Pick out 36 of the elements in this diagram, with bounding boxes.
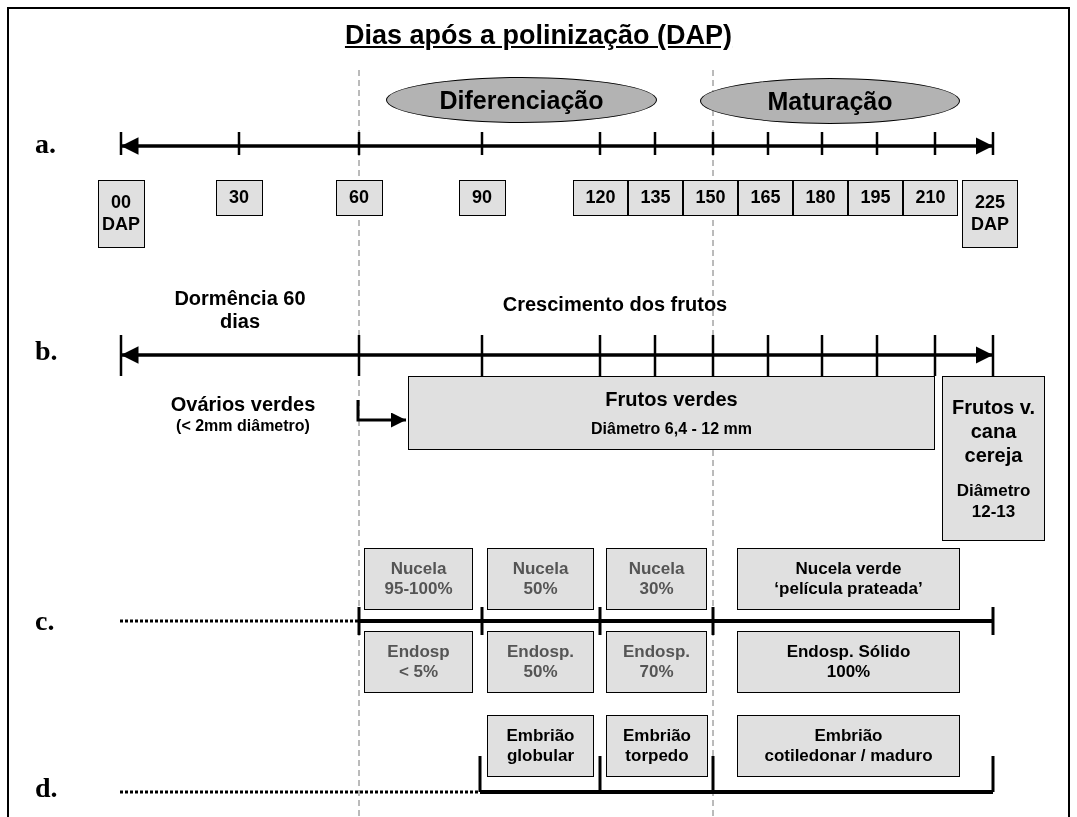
day-marker-box: 150	[683, 180, 738, 216]
day-marker-box: 135	[628, 180, 683, 216]
stage-box: Nucela 30%	[606, 548, 707, 610]
stage-box: Endosp. 50%	[487, 631, 594, 693]
day-marker-box: 120	[573, 180, 628, 216]
day-marker-box: 225 DAP	[962, 180, 1018, 248]
day-marker-box: 00 DAP	[97, 180, 145, 248]
day-marker-box: 90	[458, 180, 506, 216]
stage-box: Frutos verdes Diâmetro 6,4 - 12 mm	[408, 376, 935, 450]
stage-box: Endosp. Sólido 100%	[737, 631, 960, 693]
diagram-title: Dias após a polinização (DAP)	[343, 20, 734, 51]
stage-box: Frutos v. cana cereja Diâmetro 12-13	[942, 376, 1045, 541]
row-label: a.	[35, 128, 56, 160]
row-label: c.	[35, 605, 55, 637]
stage-box: Embrião torpedo	[606, 715, 708, 777]
phase-ellipse: Diferenciação	[386, 77, 657, 123]
phase-label: Crescimento dos frutos	[501, 293, 729, 316]
stage-box: Endosp < 5%	[364, 631, 473, 693]
day-marker-box: 180	[793, 180, 848, 216]
arrow	[356, 400, 406, 428]
day-marker-box: 195	[848, 180, 903, 216]
stage-box: Nucela 50%	[487, 548, 594, 610]
row-label: b.	[35, 335, 58, 367]
stage-box: Nucela verde ‘película prateada’	[737, 548, 960, 610]
day-marker-box: 30	[215, 180, 263, 216]
row-label: d.	[35, 772, 58, 804]
day-marker-box: 60	[335, 180, 383, 216]
day-marker-box: 210	[903, 180, 958, 216]
stage-box: Embrião globular	[487, 715, 594, 777]
stage-box: Embrião cotiledonar / maduro	[737, 715, 960, 777]
phase-ellipse: Maturação	[700, 78, 960, 124]
phase-label: Dormência 60 dias	[173, 287, 307, 333]
day-marker-box: 165	[738, 180, 793, 216]
stage-box: Nucela 95-100%	[364, 548, 473, 610]
stage-box: Endosp. 70%	[606, 631, 707, 693]
stage-text: Ovários verdes (< 2mm diâmetro)	[140, 392, 346, 437]
